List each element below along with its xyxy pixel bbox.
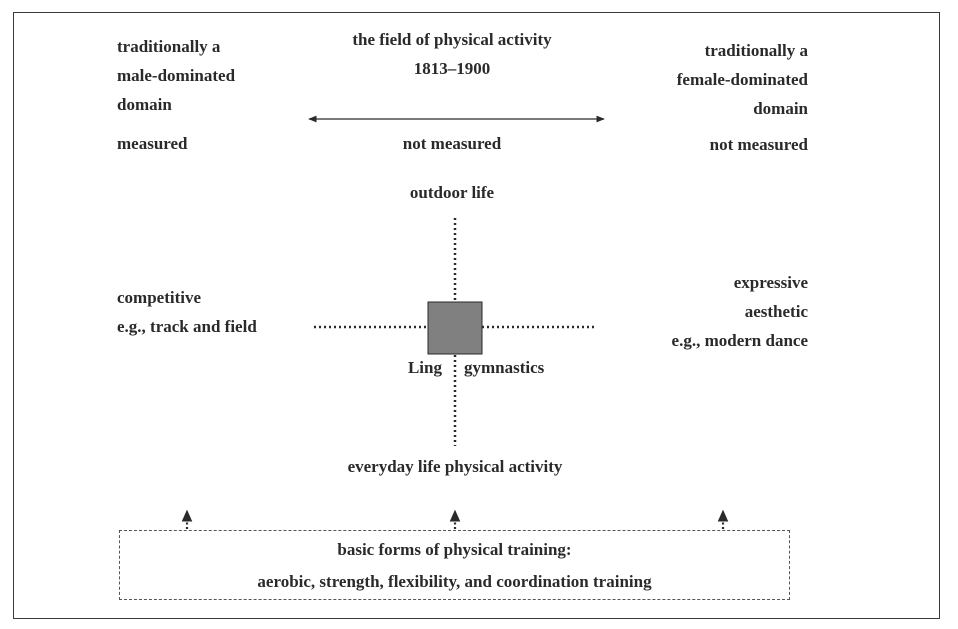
left-measured-label: measured <box>117 134 188 153</box>
ling-gymnastics-square <box>427 301 483 355</box>
basic-forms-box <box>119 530 790 600</box>
figure-frame <box>13 12 940 619</box>
basic-forms-label: basic forms of physical training: aerobi… <box>119 534 790 598</box>
male-domain-line-2: male-dominated <box>117 66 236 85</box>
diagram-title: the field of physical activity 1813–1900 <box>302 25 602 83</box>
outdoor-life-label: outdoor life <box>409 183 495 202</box>
male-domain-line-1: traditionally a <box>117 37 221 56</box>
expressive-line-1: expressive <box>733 273 808 292</box>
female-domain-line-2: female-dominated <box>676 70 808 89</box>
competitive-label: competitive e.g., track and field <box>117 283 257 341</box>
female-domain-line-3: domain <box>753 99 808 118</box>
male-domain-line-3: domain <box>117 95 172 114</box>
title-line-2: 1813–1900 <box>413 59 491 78</box>
competitive-line-2: e.g., track and field <box>117 317 257 336</box>
expressive-line-3: e.g., modern dance <box>671 331 808 350</box>
basic-forms-line-2: aerobic, strength, flexibility, and coor… <box>257 572 652 591</box>
right-not-measured-label: not measured <box>709 135 808 154</box>
gymnastics-label: gymnastics <box>464 358 545 377</box>
competitive-line-1: competitive <box>117 288 202 307</box>
ling-label: Ling <box>407 358 442 377</box>
everyday-life-label: everyday life physical activity <box>347 457 563 476</box>
expressive-line-2: aesthetic <box>744 302 808 321</box>
female-domain-line-1: traditionally a <box>704 41 808 60</box>
expressive-label: expressive aesthetic e.g., modern dance <box>672 268 808 355</box>
title-line-1: the field of physical activity <box>352 30 552 49</box>
male-domain-label: traditionally a male-dominated domain <box>117 32 235 119</box>
basic-forms-line-1: basic forms of physical training: <box>337 540 572 559</box>
female-domain-label: traditionally a female-dominated domain <box>677 36 808 123</box>
center-not-measured-label: not measured <box>402 134 502 153</box>
